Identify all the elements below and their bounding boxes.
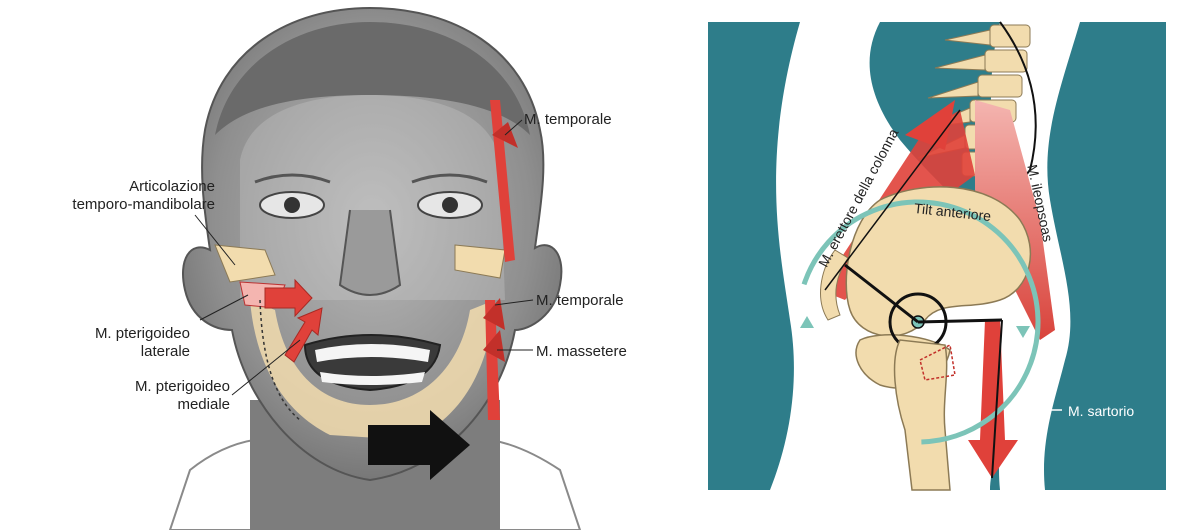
label-massetere: M. massetere <box>536 343 627 361</box>
label-pterigoideo-mediale-line1: M. pterigoideo <box>40 378 230 396</box>
label-temporale-mid: M. temporale <box>536 292 624 310</box>
label-temporale-top: M. temporale <box>524 111 612 129</box>
label-pterigoideo-mediale-line2: mediale <box>40 396 230 414</box>
label-sartorio: M. sartorio <box>1068 402 1134 420</box>
label-atm-line2: temporo-mandibolare <box>40 196 215 214</box>
label-pterigoideo-laterale-line1: M. pterigoideo <box>40 325 190 343</box>
label-atm-line1: Articolazione <box>40 178 215 196</box>
label-pterigoideo-laterale-line2: laterale <box>40 343 190 361</box>
